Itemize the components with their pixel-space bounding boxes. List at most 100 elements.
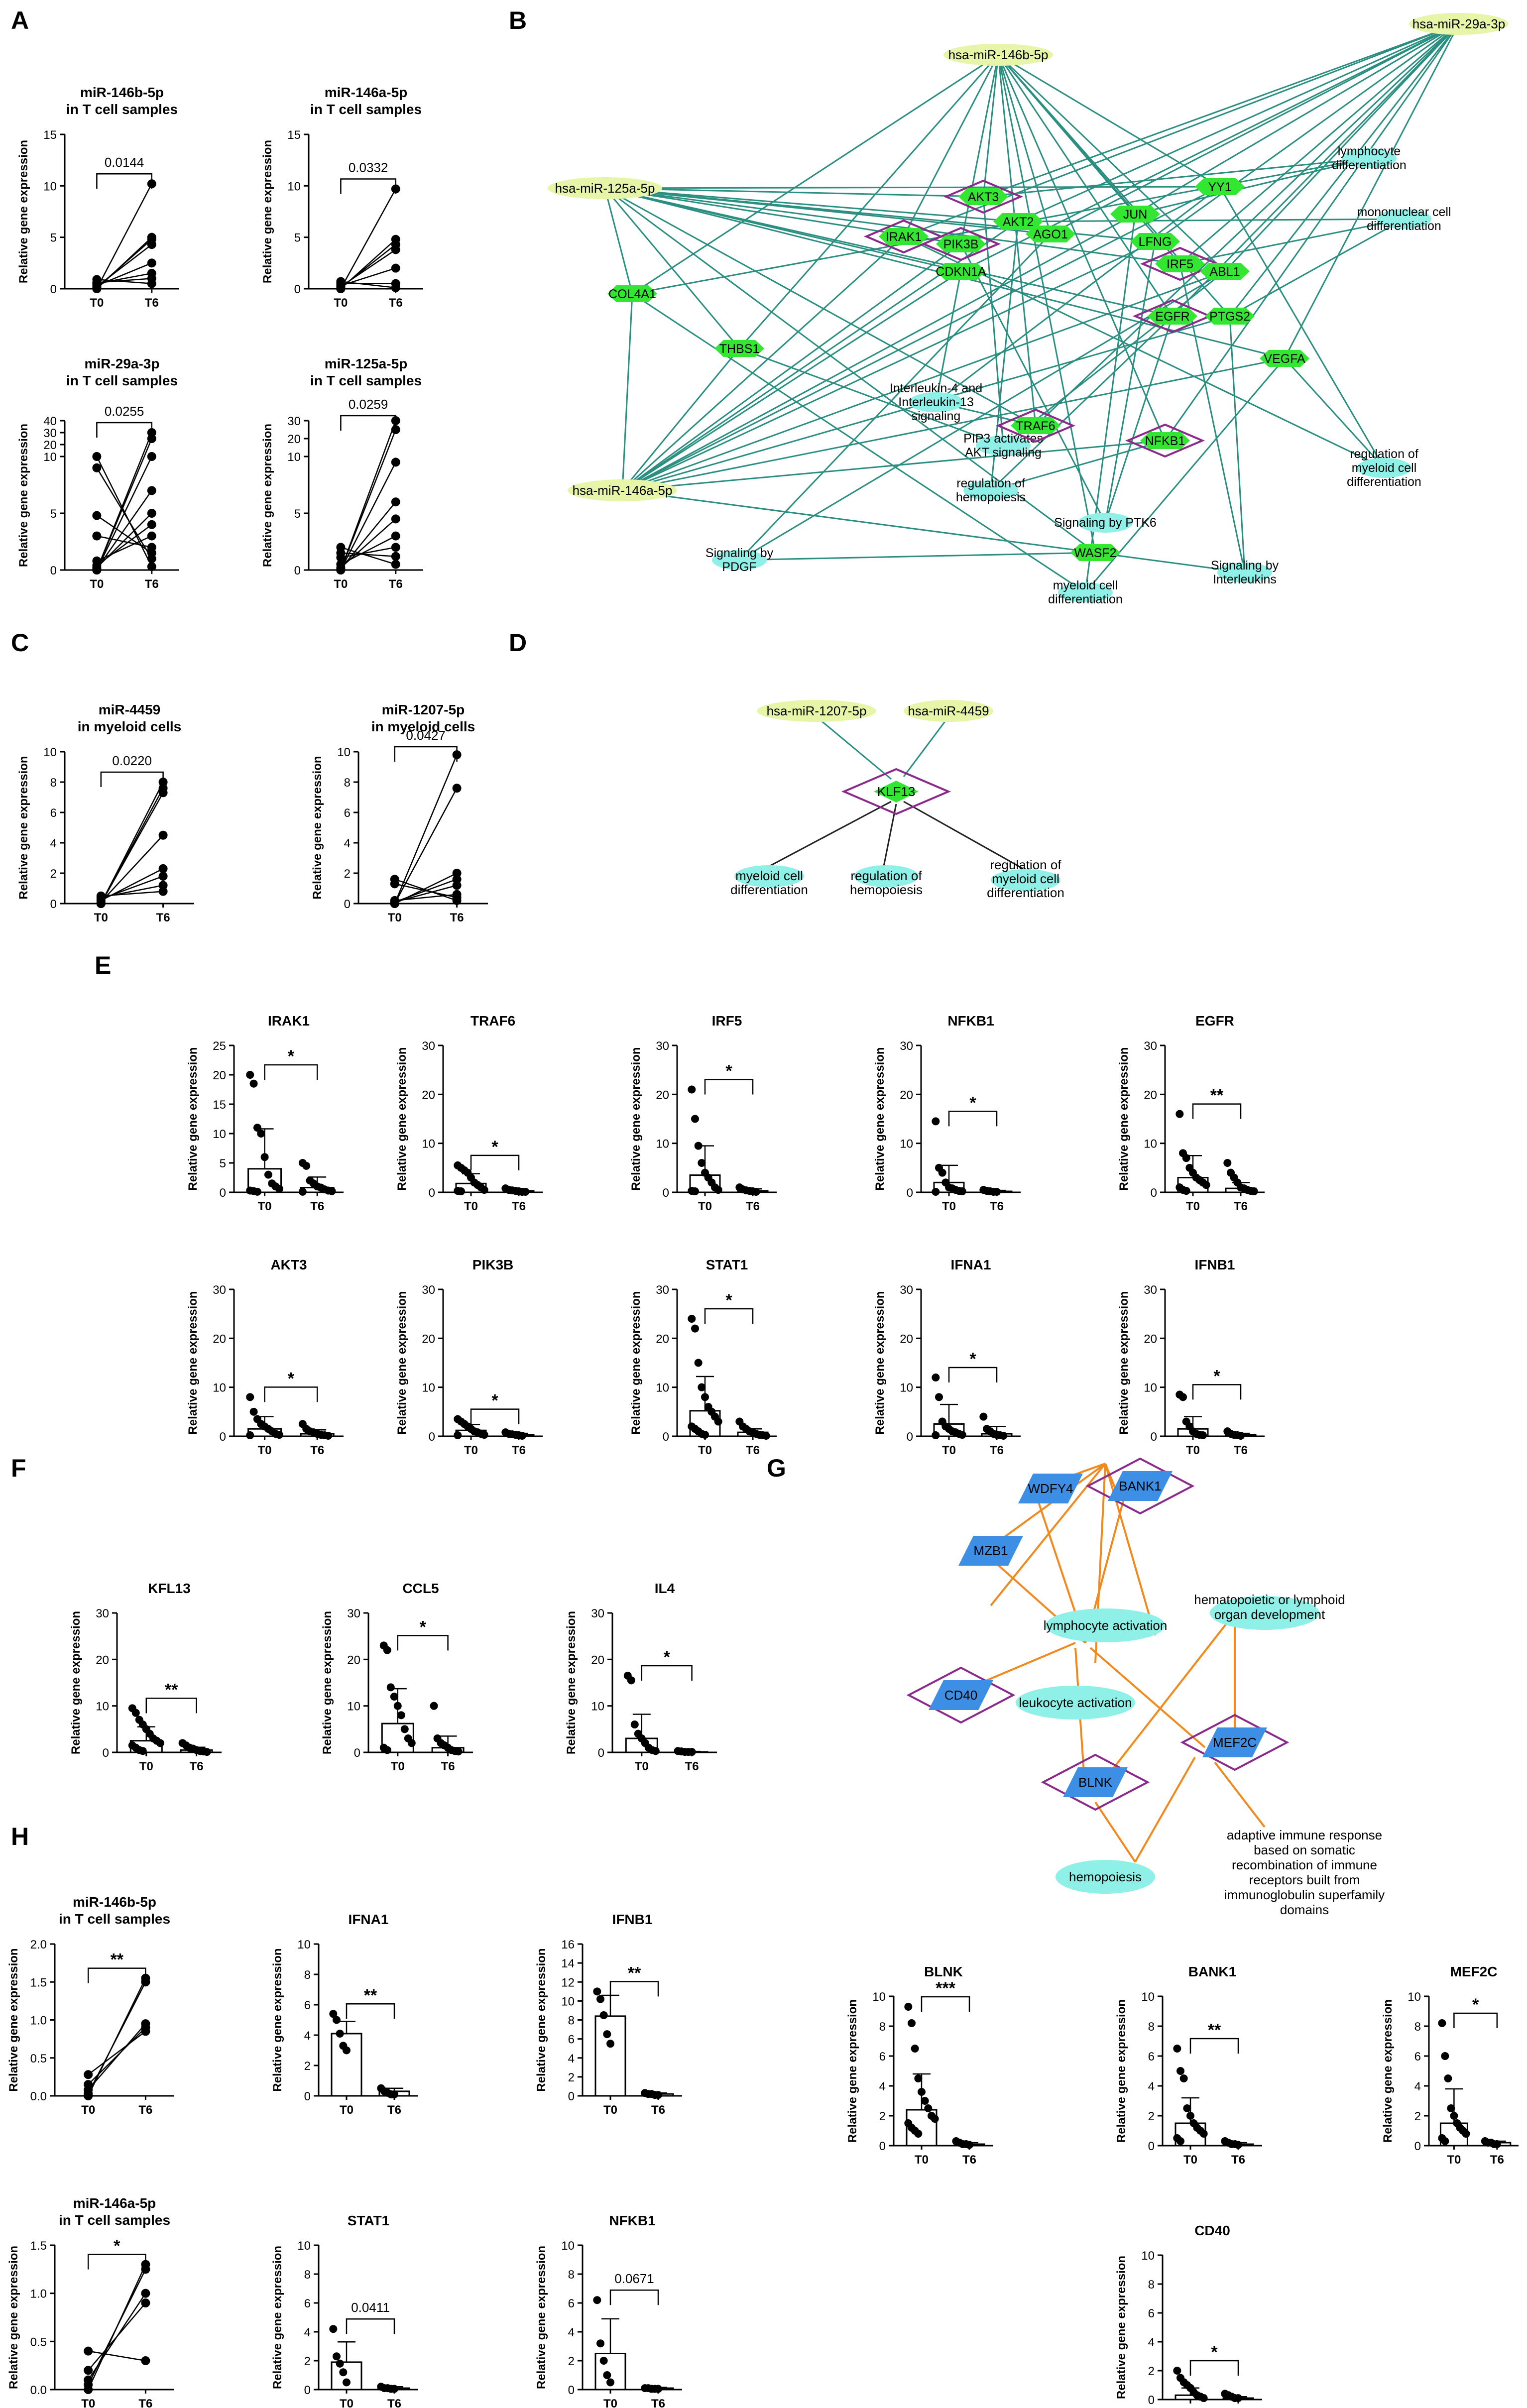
svg-text:myeloid cell: myeloid cell <box>992 871 1059 886</box>
y-tick-label: 1.5 <box>30 2239 47 2253</box>
chart-title: IFNA1 <box>349 1912 389 1927</box>
significance-label: * <box>664 1648 671 1667</box>
t0-point <box>336 277 346 286</box>
significance-bracket <box>609 2289 659 2305</box>
x-tick-label: T0 <box>1447 2153 1461 2167</box>
y-tick-label: 30 <box>96 1607 109 1620</box>
t0-point <box>92 452 102 461</box>
edge-mirna-gene <box>621 235 905 491</box>
x-tick-label: T0 <box>635 1760 649 1773</box>
g-gene-bank1: BANK1 <box>1085 1457 1195 1515</box>
x-tick-label: T6 <box>746 1444 760 1457</box>
svg-text:domains: domains <box>1280 1902 1329 1917</box>
data-point <box>249 1407 258 1416</box>
x-tick-label: T0 <box>464 1444 478 1457</box>
svg-text:lymphocyte activation: lymphocyte activation <box>1044 1618 1168 1633</box>
data-point <box>1438 2019 1446 2027</box>
t6-point <box>147 258 156 268</box>
y-tick-label: 2 <box>50 867 57 881</box>
data-point <box>593 2296 601 2304</box>
data-point <box>714 1417 722 1426</box>
significance-label: 0.0411 <box>351 2300 390 2315</box>
data-point <box>328 1187 336 1195</box>
data-point <box>343 2046 351 2055</box>
x-tick-label: T0 <box>90 577 104 591</box>
t6-point <box>141 2027 150 2036</box>
y-tick-label: 0 <box>50 898 57 911</box>
edge-term-gene <box>1219 186 1385 468</box>
y-tick-label: 10 <box>656 1381 669 1395</box>
data-point <box>1199 2130 1208 2138</box>
gene-shape <box>936 235 986 252</box>
significance-bracket <box>340 415 397 431</box>
significance-label: 0.0255 <box>105 404 144 419</box>
t6-point <box>147 434 156 443</box>
t6-point <box>391 245 400 254</box>
y-tick-label: 10 <box>1141 1990 1155 2004</box>
y-tick-label: 4 <box>568 2052 575 2065</box>
pair-line <box>96 456 152 567</box>
gene-label: TRAF6 <box>1016 419 1055 433</box>
chart-title-line: miR-1207-5p <box>382 702 465 717</box>
gene-shape <box>714 340 764 357</box>
t6-point <box>158 830 168 840</box>
x-tick-label: T0 <box>464 1200 478 1213</box>
mirna-node-29a: hsa-miR-29a-3p <box>1409 13 1509 35</box>
gene-node-jun: JUN <box>1110 206 1160 223</box>
data-point <box>1234 2141 1242 2149</box>
data-point <box>480 1186 488 1194</box>
x-tick-label: T0 <box>698 1444 712 1457</box>
t0-point <box>92 463 102 472</box>
pair-line <box>97 535 152 548</box>
chart-title: IFNB1 <box>1195 1257 1235 1272</box>
t6-point <box>158 872 168 881</box>
t0-point <box>336 560 346 569</box>
y-tick-label: 0.5 <box>30 2335 47 2349</box>
highlight-diamond <box>1085 1457 1195 1515</box>
x-tick-label: T6 <box>962 2153 976 2167</box>
edge-term-gene <box>903 235 1385 469</box>
edge-mirna-gene <box>997 54 1166 441</box>
gene-label: AKT3 <box>968 190 999 204</box>
edge-mirna-gene <box>1224 23 1460 272</box>
y-axis-label: Relative gene expression <box>69 1611 83 1754</box>
x-tick-label: T0 <box>603 2103 617 2117</box>
x-tick-label: T0 <box>388 911 402 924</box>
d-term-1: myeloid cell differentiation <box>730 865 808 897</box>
highlight-diamond <box>921 227 1001 261</box>
pair-line <box>96 524 152 566</box>
x-tick-label: T6 <box>651 2397 665 2408</box>
y-tick-label: 10 <box>213 1128 226 1141</box>
t0-point <box>390 875 399 884</box>
g-term-leuk-activation: leukocyte activation <box>1016 1686 1135 1720</box>
data-point <box>264 1170 272 1179</box>
highlight-diamond <box>995 408 1076 443</box>
gene-shape <box>929 1680 993 1710</box>
x-tick-label: T6 <box>1234 1200 1248 1213</box>
y-tick-label: 20 <box>1144 1332 1157 1346</box>
svg-text:recombination of immune: recombination of immune <box>1232 1857 1377 1872</box>
gene-node-nfkb1: NFKB1 <box>1125 423 1205 458</box>
y-tick-label: 6 <box>1414 2050 1421 2064</box>
y-tick-label: 0 <box>304 2384 311 2397</box>
pair-line <box>96 535 152 562</box>
svg-text:hsa-miR-29a-3p: hsa-miR-29a-3p <box>1412 16 1505 31</box>
data-point <box>932 1431 940 1440</box>
x-tick-label: T6 <box>746 1200 760 1213</box>
gene-label: CDKN1A <box>936 265 986 279</box>
significance-bracket <box>96 422 153 438</box>
x-tick-label: T6 <box>387 2397 401 2408</box>
y-tick-label: 2 <box>1148 2110 1155 2123</box>
pair-line <box>394 788 458 904</box>
data-point <box>931 2115 939 2123</box>
gene-shape <box>993 213 1043 230</box>
significance-bracket <box>145 1698 197 1714</box>
significance-bracket <box>96 173 153 189</box>
y-tick-label: 16 <box>561 1938 575 1951</box>
data-point <box>752 1188 760 1196</box>
x-tick-label: T0 <box>1183 2153 1197 2167</box>
pair-line <box>96 515 152 554</box>
